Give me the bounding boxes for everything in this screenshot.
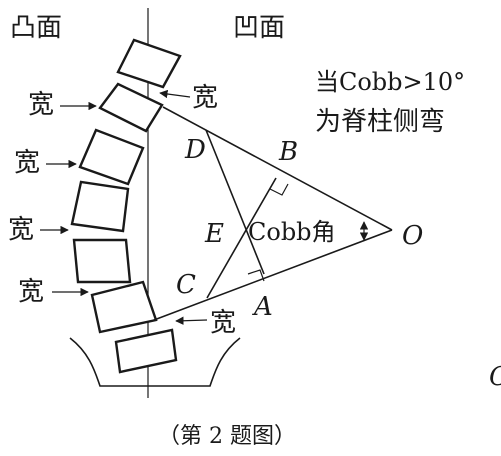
wide-label-left-2: 宽 <box>14 148 40 178</box>
concave-side-label: 凹面 <box>233 13 285 43</box>
convex-side-label: 凸面 <box>10 13 62 43</box>
wide-label-lower-right: 宽 <box>210 308 236 338</box>
right-angle-mark-A <box>247 269 265 282</box>
figure-caption: （第 2 题图） <box>158 424 296 449</box>
vertebra-7 <box>114 328 178 374</box>
cobb-construction <box>153 106 393 321</box>
vertebra-1 <box>116 38 182 89</box>
perpendicular-BC <box>206 177 277 299</box>
pelvis-outline <box>69 337 241 387</box>
right-angle-mark-B <box>269 183 289 196</box>
wide-arrow-upper-right <box>159 89 191 99</box>
vertebrae <box>70 38 182 374</box>
point-D: D <box>184 135 206 165</box>
point-B: B <box>278 137 298 167</box>
vertebra-5 <box>72 238 132 284</box>
point-O: O <box>402 221 423 251</box>
wide-label-left-4: 宽 <box>18 277 44 307</box>
wide-label-upper-right: 宽 <box>192 83 218 113</box>
vertebra-3 <box>78 128 145 186</box>
upper-end-line <box>162 106 393 231</box>
wide-arrow-lower-right <box>175 316 208 325</box>
perpendicular-DA <box>205 129 265 275</box>
point-E: E <box>204 219 224 249</box>
note-line-2: 为脊柱侧弯 <box>315 107 445 137</box>
point-C: C <box>176 270 196 300</box>
edge-fragment-label: C <box>489 362 501 392</box>
point-A: A <box>252 292 273 322</box>
vertebra-2 <box>98 82 164 133</box>
wide-markers: 宽 宽 宽 宽 宽 宽 <box>8 83 236 338</box>
vertebra-4 <box>70 180 130 233</box>
cobb-angle-label: Cobb角 <box>248 218 336 246</box>
note-line-1: 当Cobb>10° <box>315 68 465 96</box>
wide-label-left-3: 宽 <box>8 215 34 245</box>
lower-end-line <box>153 229 393 321</box>
vertebra-6 <box>90 280 158 334</box>
wide-label-left-1: 宽 <box>28 90 54 120</box>
